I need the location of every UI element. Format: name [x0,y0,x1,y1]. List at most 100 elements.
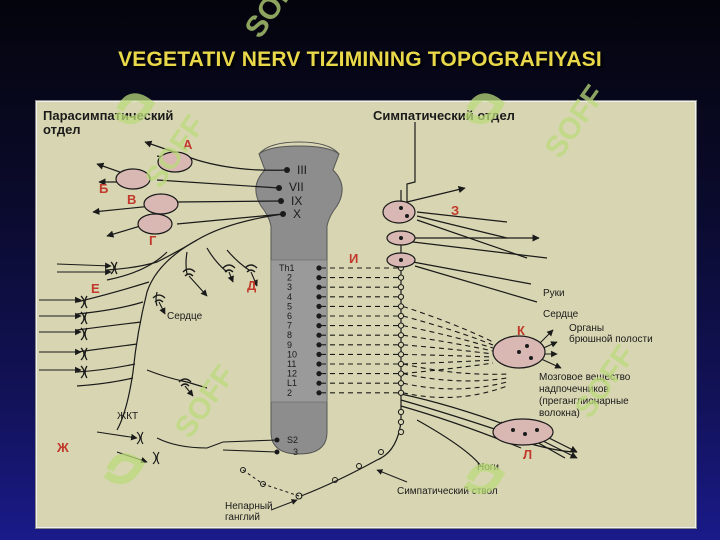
letter-k: К [517,323,525,338]
letter-a: А [183,137,193,152]
spinal-segment-label: 3 [287,282,292,292]
slide-title: VEGETATIV NERV TIZIMINING TOPOGRAFIYASI [118,48,602,71]
label-unpaired-1: Непарный [225,501,273,512]
segment-dot [316,313,322,319]
adrenal-fiber [402,381,508,390]
adrenal-fiber [402,373,508,382]
letter-l: Л [523,447,532,462]
chain-node [332,477,338,483]
letter-zh: Ж [56,440,69,455]
ganglion-nucleus [517,350,521,354]
spinal-segment-label: 10 [287,349,297,359]
chain-ganglion [397,341,405,348]
cranial-nerve-III: III [297,163,307,177]
ganglion-nucleus [399,236,403,240]
chain-ganglion [397,428,405,436]
chain-ganglion [397,360,405,368]
ganglion-nucleus [511,428,515,432]
spinal-segment-label: 7 [287,321,292,331]
preganglionic-fibers [321,267,508,399]
chain-ganglion [397,322,405,329]
chain-node [356,463,362,469]
splanchnic-fiber [402,344,494,355]
splanchnic-fiber [402,334,494,352]
segment-dot [316,265,322,271]
chain-ganglion [397,293,405,300]
splanchnic-fiber [402,315,494,346]
segment-dot [316,303,322,309]
central-nervous-system [255,141,343,455]
ganglion-g [137,213,173,235]
spinal-segment-label: 2 [287,273,292,283]
letter-i: И [349,251,358,266]
chain-ganglion [397,389,405,396]
label-adrenal-3: (преганглионарные [539,396,629,407]
cranial-nerve-IX: IX [291,194,302,208]
label-adrenal-1: Мозговое вещество [539,372,631,383]
segment-dot [316,294,322,300]
letter-v: В [127,192,136,207]
letter-b: Б [99,181,108,196]
label-sympathetic-trunk: Симпатический ствол [397,486,498,497]
chain-node [260,481,266,487]
spinal-segment-label: 4 [287,292,292,302]
chain-ganglion [397,274,405,281]
chain-ganglion [397,303,405,310]
ganglion-nucleus [523,432,527,436]
letter-z: З [451,203,459,218]
terminal-ganglia [80,261,258,387]
chain-ganglion [397,351,405,358]
label-adrenal-2: надпочечников [539,384,609,395]
segment-dot [316,284,322,290]
ganglion-nucleus [399,258,403,262]
label-legs: Ноги [477,462,499,473]
letter-d: Д [247,278,257,293]
chain-node [378,449,384,455]
sacral-segment-label: 3 [293,447,298,457]
ganglion-nucleus [535,428,539,432]
ganglion-nucleus [399,206,403,210]
label-adrenal-4: волокна) [539,408,580,419]
segment-dot [316,332,322,338]
splanchnic-fiber [402,362,494,375]
nervous-system-diagram: Парасимпатический отдел Симпатический от… [39,108,653,523]
spinal-segment-label: Th1 [279,263,295,273]
spinal-segment-label: 2 [287,388,292,398]
unpaired-chain [240,449,408,511]
ganglion-a [157,151,193,173]
segment-dot [316,371,322,377]
chain-ganglion [397,380,405,387]
chain-ganglion [397,332,405,339]
chain-ganglion [397,312,405,320]
spinal-segment-label: 8 [287,330,292,340]
label-heart-right: Сердце [543,309,579,320]
letter-g: Г [149,233,157,248]
ganglion-l [492,418,554,446]
label-gi-tract: ЖКТ [117,411,138,422]
sympathetic-chain [397,264,405,436]
label-unpaired-2: ганглий [225,512,260,523]
segment-dot [316,390,322,396]
ganglion-nucleus [529,356,533,360]
diagram-panel: Парасимпатический отдел Симпатический от… [36,101,696,528]
spinal-segment-label: 9 [287,340,292,350]
spinal-segment-label: 5 [287,301,292,311]
adrenal-fiber [402,363,508,375]
spinal-segment-label: 11 [287,359,296,369]
parasympathetic-heading-2: отдел [43,122,81,137]
adrenal-fiber [402,385,508,399]
segment-dot [316,351,322,357]
segment-dot [316,323,322,329]
watermark-text: SOFF [239,0,312,44]
segment-dot [316,361,322,367]
spinal-segment-label: 12 [287,369,297,379]
spinal-segment-label: 6 [287,311,292,321]
splanchnic-fiber [402,359,494,365]
splanchnic-fiber [402,325,494,349]
label-arms: Руки [543,288,565,299]
chain-ganglion [397,370,405,377]
spinal-segment-label: L1 [287,378,297,388]
chain-ganglion [397,418,405,426]
segment-dot [316,380,322,386]
